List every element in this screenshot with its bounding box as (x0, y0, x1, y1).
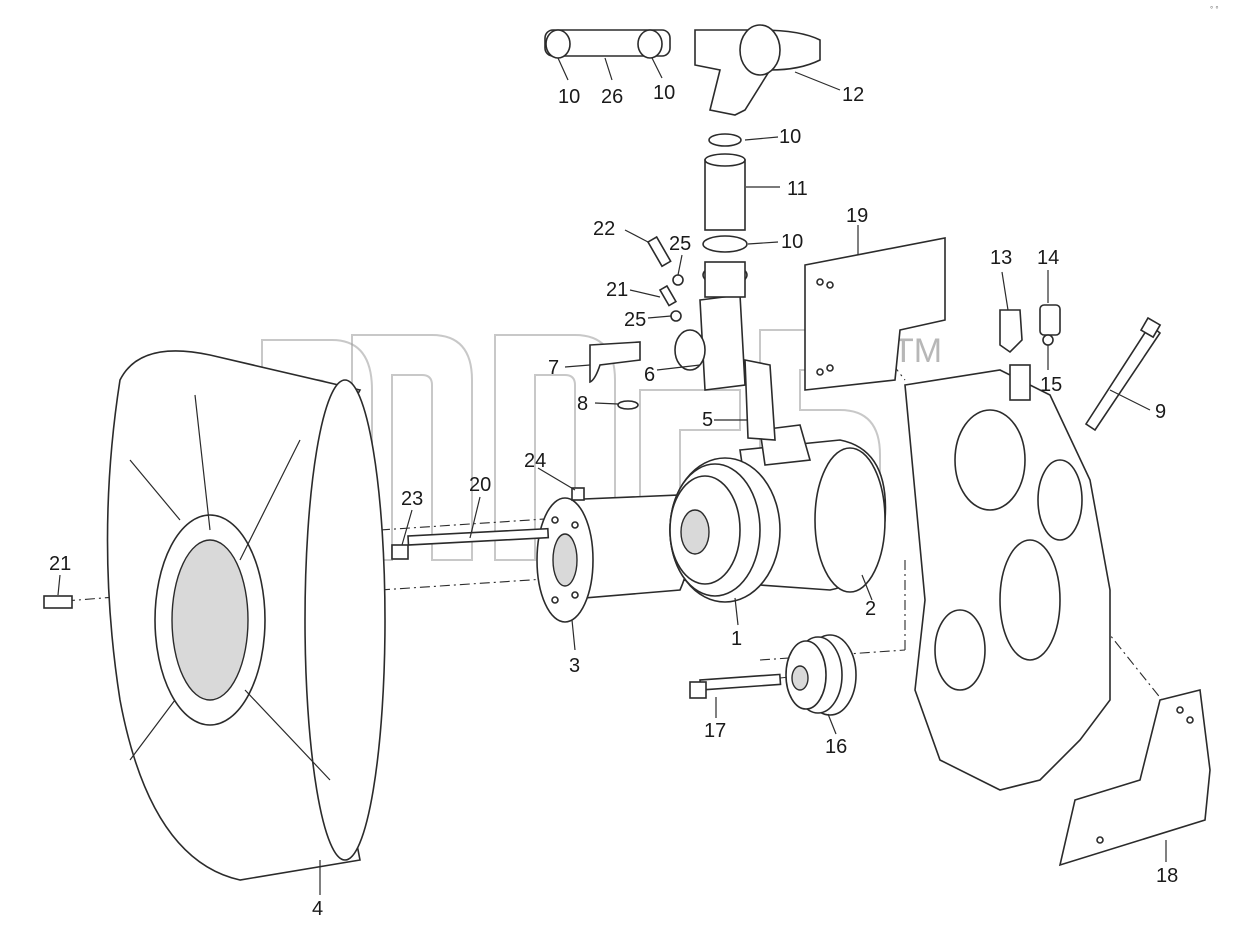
small-fasteners (646, 235, 1061, 354)
callout-16-crank-pulley: 16 (825, 736, 847, 758)
callout-10-clamp-upper: 10 (779, 126, 801, 148)
callout-22-bolt: 22 (593, 218, 615, 240)
callout-26-hose-kit: 26 (601, 86, 623, 108)
callout-3-hub: 3 (569, 655, 580, 677)
hoses-and-clamps (544, 24, 821, 253)
callout-10-clamp-right: 10 (653, 82, 675, 104)
callout-1-pump-pulley: 1 (731, 628, 742, 650)
callout-9-tube: 9 (1155, 401, 1166, 423)
callout-8-ring: 8 (577, 393, 588, 415)
callout-5-gasket: 5 (702, 409, 713, 431)
thermostat-housing (589, 261, 776, 441)
callout-15-washer: 15 (1040, 374, 1062, 396)
callout-numbers: 10 26 10 12 10 11 10 22 25 19 13 14 21 2… (49, 82, 1178, 920)
callout-20-stud: 20 (469, 474, 491, 496)
fan-assembly (106, 350, 386, 881)
callout-14-nut: 14 (1037, 247, 1059, 269)
callout-7-elbow: 7 (548, 357, 559, 379)
hub-and-studs (43, 487, 691, 623)
callout-19-plate: 19 (846, 205, 868, 227)
water-pump (669, 424, 887, 603)
callout-18-bracket: 18 (1156, 865, 1178, 887)
leader-lines (57, 57, 1167, 895)
plate-19 (804, 237, 946, 391)
callout-12-tee: 12 (842, 84, 864, 106)
callout-2-pump-body: 2 (865, 598, 876, 620)
corner-mark: ° ° (1210, 5, 1219, 14)
tube-9 (1084, 316, 1162, 432)
callout-25-washer-upper: 25 (669, 233, 691, 255)
callout-24-nut: 24 (524, 450, 546, 472)
callout-25-washer-lower: 25 (624, 309, 646, 331)
callout-10-clamp-lower: 10 (781, 231, 803, 253)
callout-4-fan: 4 (312, 898, 323, 920)
callout-11-hose: 11 (787, 178, 808, 200)
callout-13-bracket: 13 (990, 247, 1012, 269)
timing-cover (904, 364, 1111, 791)
callout-17-bolt: 17 (704, 720, 726, 742)
watermark-tm: TM (893, 332, 942, 370)
bracket-18 (1058, 689, 1211, 867)
callout-21-bolt-upper: 21 (606, 279, 628, 301)
callout-6-housing: 6 (644, 364, 655, 386)
crank-pulley (689, 634, 857, 716)
callout-21-bolt-fan: 21 (49, 553, 71, 575)
callout-10-clamp-left: 10 (558, 86, 580, 108)
callout-23-stud: 23 (401, 488, 423, 510)
